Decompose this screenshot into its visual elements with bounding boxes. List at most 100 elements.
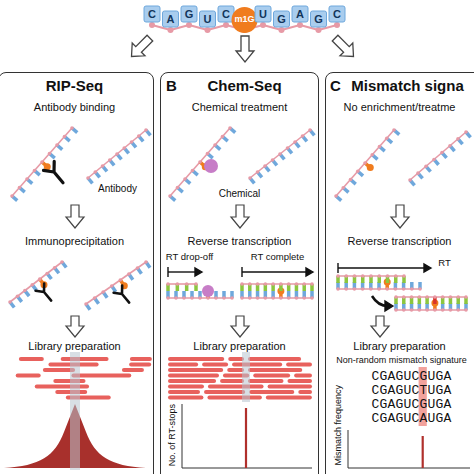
- backbone-dot: [334, 22, 340, 28]
- backbone-dot: [349, 178, 353, 182]
- backbone-dot: [260, 22, 266, 28]
- backbone-dot: [370, 153, 374, 157]
- read: [61, 357, 109, 361]
- backbone-dot: [353, 274, 357, 278]
- backbone-dot: [256, 282, 260, 286]
- rna-sequence: [144, 6, 345, 33]
- backbone-dot: [206, 152, 210, 156]
- read: [207, 396, 261, 400]
- backbone-dot: [93, 170, 97, 174]
- backbone-dot: [287, 296, 291, 300]
- backbone-dot: [137, 134, 141, 138]
- backbone-dot: [302, 296, 306, 300]
- backbone-dot: [302, 282, 306, 286]
- backbone-dot: [410, 308, 414, 312]
- spike: [245, 408, 247, 468]
- backbone-dot: [301, 134, 305, 138]
- backbone-dot: [394, 274, 398, 278]
- backbone-dot: [402, 274, 406, 278]
- backbone-dot: [279, 27, 285, 33]
- backbone-dot: [279, 296, 283, 300]
- backbone: [396, 296, 466, 298]
- backbone-dot: [93, 296, 97, 300]
- backbone-dot: [222, 296, 226, 300]
- coverage-peak: [4, 352, 146, 470]
- backbone-dot: [402, 295, 406, 299]
- backbone-dot: [182, 296, 186, 300]
- backbone-dot: [263, 164, 267, 168]
- backbone: [410, 132, 466, 180]
- backbone-dot: [149, 22, 155, 28]
- backbone-dot: [341, 186, 345, 190]
- axis: [348, 430, 349, 468]
- rt-line: [168, 271, 198, 272]
- base-letter: G: [176, 8, 202, 21]
- backbone: [10, 262, 62, 302]
- backbone-dot: [248, 296, 252, 300]
- backbone-dot: [168, 194, 172, 198]
- backbone-dot: [185, 282, 189, 286]
- rt-line: [242, 271, 308, 272]
- read: [248, 379, 283, 383]
- base-letter: U: [250, 8, 276, 21]
- backbone-dot: [456, 295, 460, 299]
- backbone-dot: [55, 143, 59, 147]
- arrowhead: [195, 268, 202, 276]
- read: [286, 363, 312, 367]
- axis-label: Mismatch frequency: [332, 384, 342, 468]
- backbone-dot: [122, 146, 126, 150]
- block-arrow: [371, 316, 389, 337]
- method-panel: RIP-SeqAntibody bindingAntibodyImmunopre…: [0, 72, 154, 474]
- method-panel: BChem-SeqChemical treatmentChemicalRever…: [160, 72, 319, 474]
- step-label: Chemical: [208, 188, 272, 200]
- backbone-dot: [449, 295, 453, 299]
- axis: [348, 468, 470, 469]
- highlight-band: [70, 352, 80, 470]
- backbone-dot: [361, 287, 365, 291]
- backbone-dot: [410, 295, 414, 299]
- read: [249, 390, 294, 394]
- read: [168, 368, 223, 372]
- backbone: [168, 283, 196, 285]
- step-arrows: [66, 205, 409, 337]
- backbone-dot: [378, 145, 382, 149]
- modified-base: [232, 7, 258, 33]
- read: [35, 385, 89, 389]
- rna-strands: [8, 126, 470, 312]
- backbone-dot: [214, 296, 218, 300]
- backbone-dot: [425, 308, 429, 312]
- read: [232, 363, 282, 367]
- backbone: [242, 297, 312, 299]
- backbone-dot: [25, 177, 29, 181]
- backbone-dot: [416, 171, 420, 175]
- backbone-dot: [418, 295, 422, 299]
- backbone: [12, 128, 72, 196]
- backbone-dot: [295, 296, 299, 300]
- read: [19, 357, 44, 361]
- backbone-dot: [344, 287, 348, 291]
- read: [228, 357, 244, 361]
- step-label: Library preparation: [330, 340, 470, 353]
- rt-stop-plot: [182, 352, 312, 468]
- antibody-y: [114, 285, 134, 306]
- backbone-dot: [385, 136, 389, 140]
- backbone-dot: [356, 169, 360, 173]
- backbone-dot: [18, 186, 22, 190]
- base-letter: C: [139, 8, 165, 21]
- backbone-dot: [425, 295, 429, 299]
- arrowhead: [306, 268, 313, 276]
- block-arrow: [236, 36, 254, 62]
- base-letter: G: [269, 13, 295, 26]
- block-arrow: [391, 205, 409, 228]
- step-label: Reverse transcription: [330, 235, 470, 248]
- backbone-dot: [213, 143, 217, 147]
- panel-heading: Chem-Seq: [190, 77, 300, 94]
- backbone: [170, 128, 230, 196]
- read: [204, 390, 245, 394]
- read: [202, 363, 228, 367]
- read: [248, 368, 302, 372]
- backbone-dot: [166, 282, 170, 286]
- backbone-dot: [45, 272, 49, 276]
- backbone-dot: [449, 308, 453, 312]
- backbone-dot: [190, 296, 194, 300]
